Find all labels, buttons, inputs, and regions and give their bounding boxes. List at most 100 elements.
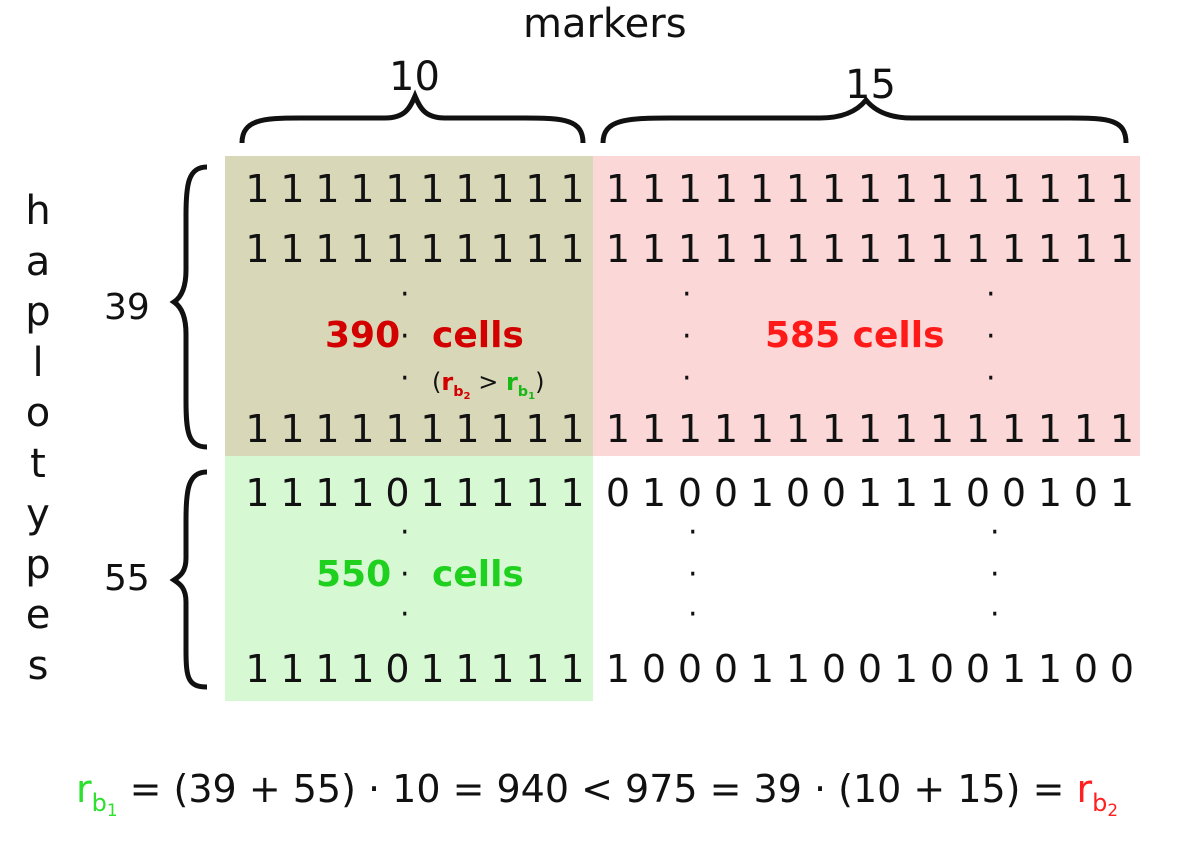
- matrix-cell: 1: [280, 407, 305, 451]
- compare-gt: >: [478, 368, 499, 396]
- matrix-cell: 1: [713, 407, 739, 451]
- compare-b: b: [453, 383, 464, 400]
- matrix-cell: 1: [490, 407, 515, 451]
- matrix-cell: 1: [420, 227, 445, 271]
- ellipsis-dot: ·: [986, 277, 996, 312]
- formula-b: b: [91, 788, 107, 817]
- ellipsis-dot: ·: [400, 597, 410, 632]
- matrix-cell: 0: [1001, 471, 1027, 515]
- matrix-cell: 1: [280, 471, 305, 515]
- matrix-cell: 1: [560, 471, 585, 515]
- matrix-cell: 0: [965, 647, 991, 691]
- haplotypes-letter: e: [25, 592, 51, 638]
- haplotypes-letter: s: [27, 642, 49, 689]
- formula-middle: = (39 + 55) · 10 = 940 < 975 = 39 · (10 …: [129, 767, 1065, 811]
- matrix-cell: 1: [455, 471, 480, 515]
- matrix-cell: 1: [490, 227, 515, 271]
- matrix-cell: 0: [605, 471, 631, 515]
- matrix-cell: 1: [455, 407, 480, 451]
- matrix-cell: 1: [605, 647, 631, 691]
- marker-group2-count: 15: [845, 62, 896, 108]
- matrix-bottom-left: 1 1 1 1 0 1 1 1 1 1 1 1 1 1 0 1 1 1 1 1: [240, 470, 590, 695]
- compare-b-sub: b1: [518, 384, 536, 402]
- matrix-cell: 0: [1073, 471, 1099, 515]
- ellipsis-dot: ·: [682, 277, 692, 312]
- haplotypes-letter: o: [25, 390, 51, 436]
- matrix-cell: 1: [857, 407, 883, 451]
- matrix-cell: 1: [420, 407, 445, 451]
- matrix-cell: 1: [605, 227, 631, 271]
- matrix-cell: 1: [1037, 227, 1063, 271]
- ellipsis-dot: ·: [682, 319, 692, 354]
- matrix-cell: 1: [525, 471, 550, 515]
- green-cells-word: cells: [432, 554, 524, 595]
- green-block: [225, 456, 593, 701]
- matrix-cell: 1: [857, 227, 883, 271]
- matrix-cell: 1: [525, 647, 550, 691]
- olive-cells-number: 390: [325, 315, 401, 356]
- matrix-cell: 1: [857, 471, 883, 515]
- ellipsis-dot: ·: [400, 277, 410, 312]
- matrix-bottom-right: 0 1 0 0 1 0 0 1 1 1 0 0 1 0 1 1 0 0 0 1 …: [600, 470, 1140, 695]
- formula-r: r: [76, 767, 92, 811]
- ellipsis-dot: ·: [682, 361, 692, 396]
- matrix-row: 1 1 1 1 1 1 1 1 1 1 1 1 1 1 1: [600, 226, 1140, 272]
- matrix-cell: 1: [490, 471, 515, 515]
- matrix-cell: 1: [1073, 167, 1099, 211]
- matrix-cell: 0: [713, 647, 739, 691]
- matrix-cell: 1: [560, 227, 585, 271]
- compare-close-paren: ): [535, 368, 545, 396]
- matrix-cell: 1: [245, 227, 270, 271]
- matrix-cell: 1: [677, 167, 703, 211]
- matrix-cell: 1: [749, 407, 775, 451]
- matrix-cell: 1: [385, 407, 410, 451]
- matrix-cell: 1: [525, 227, 550, 271]
- matrix-cell: 1: [350, 471, 375, 515]
- matrix-cell: 1: [420, 167, 445, 211]
- matrix-cell: 1: [965, 167, 991, 211]
- matrix-cell: 1: [1037, 407, 1063, 451]
- ellipsis-dot: ·: [400, 557, 410, 592]
- ellipsis-dot: ·: [400, 319, 410, 354]
- matrix-cell: 1: [1001, 407, 1027, 451]
- matrix-cell: 1: [1109, 407, 1135, 451]
- matrix-row: 0 1 0 0 1 0 0 1 1 1 0 0 1 0 1: [600, 470, 1140, 516]
- compare-open-paren: (: [432, 368, 442, 396]
- ellipsis-dot: ·: [400, 515, 410, 550]
- matrix-cell: 1: [525, 407, 550, 451]
- matrix-cell: 1: [245, 471, 270, 515]
- compare-r: r: [441, 368, 454, 396]
- ellipsis-dot: ·: [688, 597, 698, 632]
- haplotypes-letter: t: [30, 440, 46, 487]
- matrix-cell: 0: [1073, 647, 1099, 691]
- matrix-cell: 1: [560, 167, 585, 211]
- matrix-cell: 1: [821, 407, 847, 451]
- matrix-cell: 1: [1001, 167, 1027, 211]
- markers-title: markers: [523, 1, 687, 47]
- haplotypes-letter: p: [25, 541, 51, 588]
- matrix-cell: 1: [1109, 471, 1135, 515]
- matrix-row: 1 1 1 1 1 1 1 1 1 1 1 1 1 1 1: [600, 406, 1140, 452]
- matrix-cell: 1: [1001, 647, 1027, 691]
- matrix-cell: 0: [929, 647, 955, 691]
- matrix-cell: 1: [315, 471, 340, 515]
- ellipsis-dot: ·: [688, 557, 698, 592]
- matrix-cell: 0: [965, 471, 991, 515]
- haplotypes-label: h a p l o t y p e s: [18, 186, 58, 691]
- matrix-row: 1 1 1 1 1 1 1 1 1 1: [240, 166, 590, 212]
- compare-sub1: 1: [528, 390, 536, 402]
- matrix-row: 1 1 1 1 1 1 1 1 1 1: [240, 226, 590, 272]
- ellipsis-dot: ·: [990, 597, 1000, 632]
- brace-haplotypes-39: [169, 164, 208, 450]
- matrix-cell: 1: [1073, 407, 1099, 451]
- matrix-cell: 1: [350, 647, 375, 691]
- formula-b-sub: b2: [1092, 789, 1118, 818]
- matrix-cell: 0: [785, 471, 811, 515]
- marker-group1-count: 10: [389, 54, 440, 100]
- compare-sub2: 2: [463, 390, 471, 402]
- matrix-top-right: 1 1 1 1 1 1 1 1 1 1 1 1 1 1 1 1 1 1 1 1 …: [600, 166, 1140, 456]
- haplotype-group1-count: 39: [104, 287, 150, 328]
- matrix-row: 1 0 0 0 1 1 0 0 1 0 0 1 1 0 0: [600, 646, 1140, 692]
- compare-r-b1: rb1: [505, 368, 535, 401]
- compare-r: r: [505, 368, 518, 396]
